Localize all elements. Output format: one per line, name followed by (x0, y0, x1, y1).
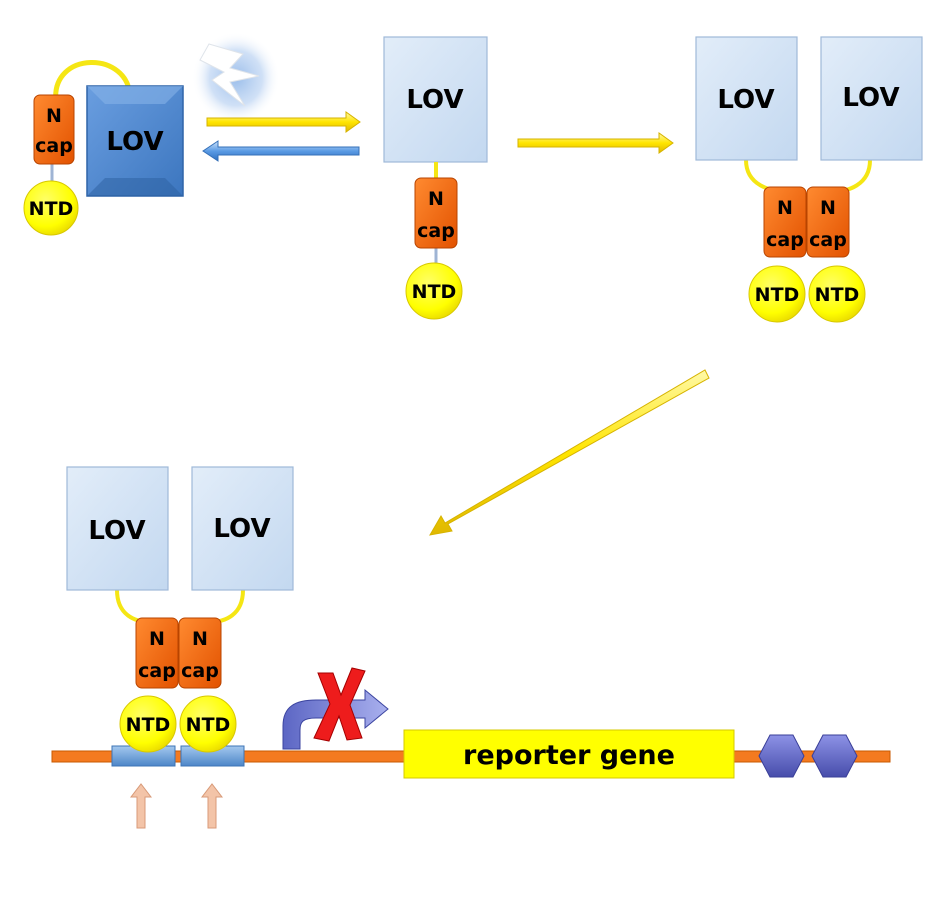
lightning-bolt-icon (199, 43, 260, 107)
dimerization-arrow (517, 132, 674, 154)
dna-binding-arrow (429, 369, 710, 536)
ntd-label: NTD (755, 284, 800, 306)
lov-label: LOV (106, 127, 163, 157)
ncap-domain (33, 94, 75, 165)
lov-label: LOV (406, 85, 463, 115)
ntd-domain (23, 180, 79, 236)
ncap-n-label: N (777, 197, 793, 219)
dimer: LOV LOV N cap N cap NTD NTD (695, 36, 923, 323)
ncap-n-label: N (46, 105, 62, 127)
terminator-hexagon-icon (758, 734, 805, 778)
lit-monomer: LOV N cap NTD (383, 36, 488, 320)
ntd-label: NTD (29, 198, 74, 220)
ntd-domain-right (808, 265, 866, 323)
lov-domain-left (66, 466, 169, 591)
ncap-domain-left (763, 186, 807, 258)
reporter-gene-box (403, 729, 735, 779)
ntd-domain-left (119, 695, 177, 753)
ncap-cap-label: cap (181, 660, 219, 682)
ncap-domain-left (135, 617, 179, 689)
ncap-n-label: N (192, 628, 208, 650)
linker (53, 60, 133, 103)
reporter-gene: reporter gene (403, 729, 735, 779)
ncap-cap-label: cap (766, 229, 804, 251)
ntd-label: NTD (126, 714, 171, 736)
ncap-domain-right (178, 617, 222, 689)
ncap-cap-label: cap (35, 135, 73, 157)
promoter-arrow-icon (282, 688, 389, 750)
dna-bound-dimer: LOV LOV N cap N cap (66, 466, 294, 689)
reverse-arrow (202, 140, 360, 162)
lov-label: LOV (842, 83, 899, 113)
light-flash (192, 32, 280, 124)
ntd-label: NTD (186, 714, 231, 736)
lov-label: LOV (213, 514, 270, 544)
lov-domain-right (820, 36, 923, 161)
binding-site-arrow-icon (200, 783, 224, 829)
ntd-label: NTD (815, 284, 860, 306)
ncap-domain-right (806, 186, 850, 258)
ntd-domain (405, 262, 463, 320)
reversible-arrows (202, 111, 361, 162)
binding-site-arrow-icon (129, 783, 153, 829)
terminator-hexagon-icon (811, 734, 858, 778)
blocked-transcription (282, 667, 389, 750)
ncap-n-label: N (820, 197, 836, 219)
dark-state-complex: LOV N cap NTD (23, 60, 184, 236)
block-x-icon (313, 667, 366, 742)
ncap-domain (414, 177, 458, 249)
ncap-cap-label: cap (809, 229, 847, 251)
reporter-gene-label: reporter gene (463, 740, 675, 771)
lov-label: LOV (717, 85, 774, 115)
ncap-cap-label: cap (138, 660, 176, 682)
lov-domain-left (695, 36, 798, 161)
lov-domain-right (191, 466, 294, 591)
lov-label: LOV (88, 516, 145, 546)
ntd-domain-right (179, 695, 237, 753)
ntd-label: NTD (412, 281, 457, 303)
ncap-n-label: N (149, 628, 165, 650)
ncap-cap-label: cap (417, 220, 455, 242)
ncap-n-label: N (428, 188, 444, 210)
forward-arrow (206, 111, 361, 133)
ntd-domain-left (748, 265, 806, 323)
